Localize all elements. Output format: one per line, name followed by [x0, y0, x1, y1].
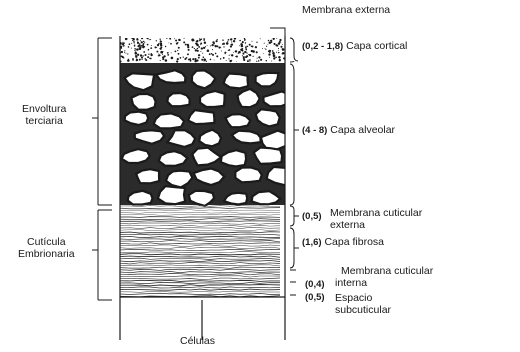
- brace-inner-layers: [290, 270, 296, 295]
- layer-alveolar-value: (4 - 8): [302, 125, 327, 136]
- brace-cortical: [290, 38, 298, 62]
- layer-fibrosa: (1,6) Capa fibrosa: [302, 236, 384, 249]
- layer-membrana-externa-value: (0,5): [302, 211, 322, 223]
- left-braces: [92, 38, 112, 300]
- layer-alveolar: (4 - 8) Capa alveolar: [302, 124, 395, 137]
- brace-membrana-externa: [290, 206, 299, 226]
- embryonic-cuticle-label: Cutícula Embrionaria: [18, 236, 75, 260]
- embryonic-cuticle-line-1: Cutícula: [18, 236, 75, 248]
- cells-label: Células: [180, 335, 215, 347]
- layer-membrana-interna: (0,4) Membrana cuticular interna: [341, 265, 433, 289]
- layer-fibrosa-name: Capa fibrosa: [324, 236, 384, 248]
- layer-membrana-externa-line-2: externa: [330, 219, 422, 231]
- embryonic-cuticle-line-2: Embrionaria: [18, 248, 75, 260]
- layer-espacio-subcuticular: (0,5) Espacio subcuticular: [335, 292, 391, 316]
- fibrous-layer-texture: [120, 205, 280, 296]
- top-pointer-line: [270, 28, 285, 36]
- layer-cortical: (0,2 - 1,8) Capa cortical: [302, 40, 407, 53]
- layer-alveolar-name: Capa alveolar: [330, 124, 395, 136]
- layer-cortical-name: Capa cortical: [346, 40, 407, 52]
- layer-cortical-value: (0,2 - 1,8): [302, 41, 343, 52]
- right-braces: [290, 38, 299, 295]
- tertiary-envelope-line-2: terciaria: [22, 115, 66, 127]
- layer-espacio-line-1: Espacio: [335, 292, 391, 304]
- tertiary-envelope-line-1: Envoltura: [22, 103, 66, 115]
- cortical-layer-texture: [119, 37, 285, 63]
- brace-embryonic: [92, 210, 112, 300]
- layer-membrana-interna-value: (0,4): [305, 279, 325, 291]
- layer-fibrosa-value: (1,6): [302, 237, 322, 248]
- layer-espacio-value: (0,5): [305, 292, 325, 304]
- layer-membrana-externa-line-1: Membrana cuticular: [330, 207, 422, 219]
- membrana-externa-label: Membrana externa: [302, 4, 390, 16]
- layer-membrana-interna-line-2: interna: [335, 277, 433, 289]
- layer-membrana-externa: (0,5) Membrana cuticular externa: [330, 207, 422, 231]
- brace-alveolar: [290, 64, 299, 205]
- layer-espacio-line-2: subcuticular: [335, 304, 391, 316]
- layer-membrana-interna-line-1: Membrana cuticular: [341, 265, 433, 277]
- brace-fibrosa: [290, 228, 299, 268]
- brace-tertiary: [92, 38, 112, 205]
- tertiary-envelope-label: Envoltura terciaria: [22, 103, 66, 127]
- alveolar-layer-texture: [120, 63, 296, 206]
